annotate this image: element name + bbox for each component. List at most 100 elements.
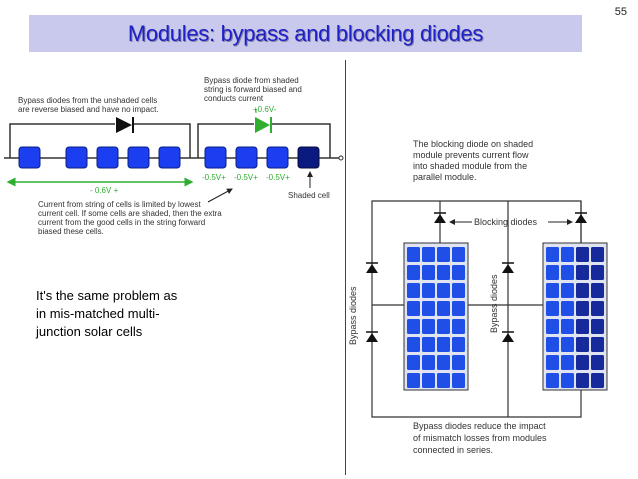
shaded-label-3: conducts current: [204, 94, 264, 103]
bypass-diode-icon: [502, 333, 514, 342]
blocking-note-2: module prevents current flow: [413, 150, 529, 160]
column-divider: [345, 60, 346, 475]
panel-cell: [561, 319, 574, 334]
panel-cell: [591, 373, 604, 388]
bypass-wire-left-a: [9, 123, 115, 158]
body-line-2: in mis-matched multi-: [36, 306, 160, 321]
cell: [96, 146, 119, 169]
panel-cell: [546, 247, 559, 262]
string-note-4: biased these cells.: [38, 227, 104, 236]
cell: [18, 146, 41, 169]
panel-cell: [561, 283, 574, 298]
note-pointer: [207, 188, 233, 203]
title-bar: Modules: bypass and blocking diodes: [29, 15, 582, 52]
panel-cell: [437, 301, 450, 316]
panel-cell: [561, 373, 574, 388]
panel-cell: [452, 355, 465, 370]
module-panel-left-cells: [407, 247, 465, 388]
panel-cell: [452, 265, 465, 280]
panel-cell: [452, 373, 465, 388]
panel-cell: [407, 337, 420, 352]
panel-cell: [591, 265, 604, 280]
panel-cell: [576, 265, 589, 280]
blocking-note-3: into shaded module from the: [413, 161, 527, 171]
bypass-diode-icon: [502, 264, 514, 273]
panel-cell: [546, 265, 559, 280]
blocking-note-4: parallel module.: [413, 172, 477, 182]
body-line-1: It's the same problem as: [36, 288, 178, 303]
panel-cell: [546, 301, 559, 316]
bypass-wire-right-b: [271, 123, 331, 158]
cell: [235, 146, 258, 169]
blocking-diode-right-icon: [575, 214, 587, 223]
panel-cell: [576, 373, 589, 388]
panel-cell: [576, 355, 589, 370]
cell-voltage-1: -0.5V+: [202, 173, 226, 182]
module-diagram: The blocking diode on shaded module prev…: [348, 139, 608, 455]
cell: [158, 146, 181, 169]
string-note-1: Current from string of cells is limited …: [38, 200, 201, 209]
shaded-cell: [297, 146, 320, 169]
panel-cell: [591, 337, 604, 352]
blocking-diodes-label: Blocking diodes: [474, 217, 538, 227]
cell: [127, 146, 150, 169]
panel-cell: [422, 337, 435, 352]
body-line-3: junction solar cells: [36, 324, 143, 339]
panel-cell: [407, 319, 420, 334]
panel-cell: [452, 337, 465, 352]
panel-cell: [437, 337, 450, 352]
diode-shaded-icon: [255, 117, 270, 133]
string-voltage-label: - 0.6V +: [90, 186, 119, 195]
bypass-diode-icon: [366, 333, 378, 342]
string-diagram: Bypass diodes from the unshaded cells ar…: [4, 76, 344, 236]
diode-unshaded-icon: [116, 117, 132, 133]
panel-cell: [561, 301, 574, 316]
panel-cell: [576, 319, 589, 334]
panel-cell: [437, 319, 450, 334]
panel-cell: [561, 247, 574, 262]
bypass-diode-icon: [366, 264, 378, 273]
panel-cell: [452, 247, 465, 262]
panel-cell: [407, 247, 420, 262]
panel-cell: [576, 301, 589, 316]
panel-cell: [422, 247, 435, 262]
unshaded-label-1: Bypass diodes from the unshaded cells: [18, 96, 157, 105]
panel-cell: [407, 265, 420, 280]
cell: [65, 146, 88, 169]
bypass-note-2: of mismatch losses from modules: [413, 433, 547, 443]
panel-cell: [422, 301, 435, 316]
bypass-diodes-label-right: Bypass diodes: [489, 274, 499, 333]
panel-cell: [591, 301, 604, 316]
shaded-label-1: Bypass diode from shaded: [204, 76, 299, 85]
shaded-cell-label: Shaded cell: [288, 191, 330, 200]
panel-cell: [546, 373, 559, 388]
bypass-wire-right-a: [197, 123, 254, 158]
slide-title: Modules: bypass and blocking diodes: [127, 21, 484, 46]
panel-cell: [422, 355, 435, 370]
cell: [204, 146, 227, 169]
panel-cell: [437, 247, 450, 262]
panel-cell: [422, 265, 435, 280]
panel-cell: [452, 283, 465, 298]
panel-cell: [422, 373, 435, 388]
cell-voltage-2: -0.5V+: [234, 173, 258, 182]
panel-cell: [591, 319, 604, 334]
panel-cell: [576, 283, 589, 298]
string-note-2: current cell. If some cells are shaded, …: [38, 209, 222, 218]
panel-cell: [546, 355, 559, 370]
panel-cell: [422, 283, 435, 298]
panel-cell: [546, 283, 559, 298]
panel-cell: [576, 337, 589, 352]
slide-number: 55: [614, 6, 627, 18]
panel-cell: [546, 319, 559, 334]
panel-cell: [407, 283, 420, 298]
panel-cell: [422, 319, 435, 334]
cell: [266, 146, 289, 169]
body-text: It's the same problem as in mis-matched …: [36, 287, 236, 341]
bypass-diodes-label-left: Bypass diodes: [348, 286, 358, 345]
panel-cell: [452, 319, 465, 334]
panel-cell: [437, 283, 450, 298]
panel-cell: [437, 355, 450, 370]
panel-cell: [437, 265, 450, 280]
